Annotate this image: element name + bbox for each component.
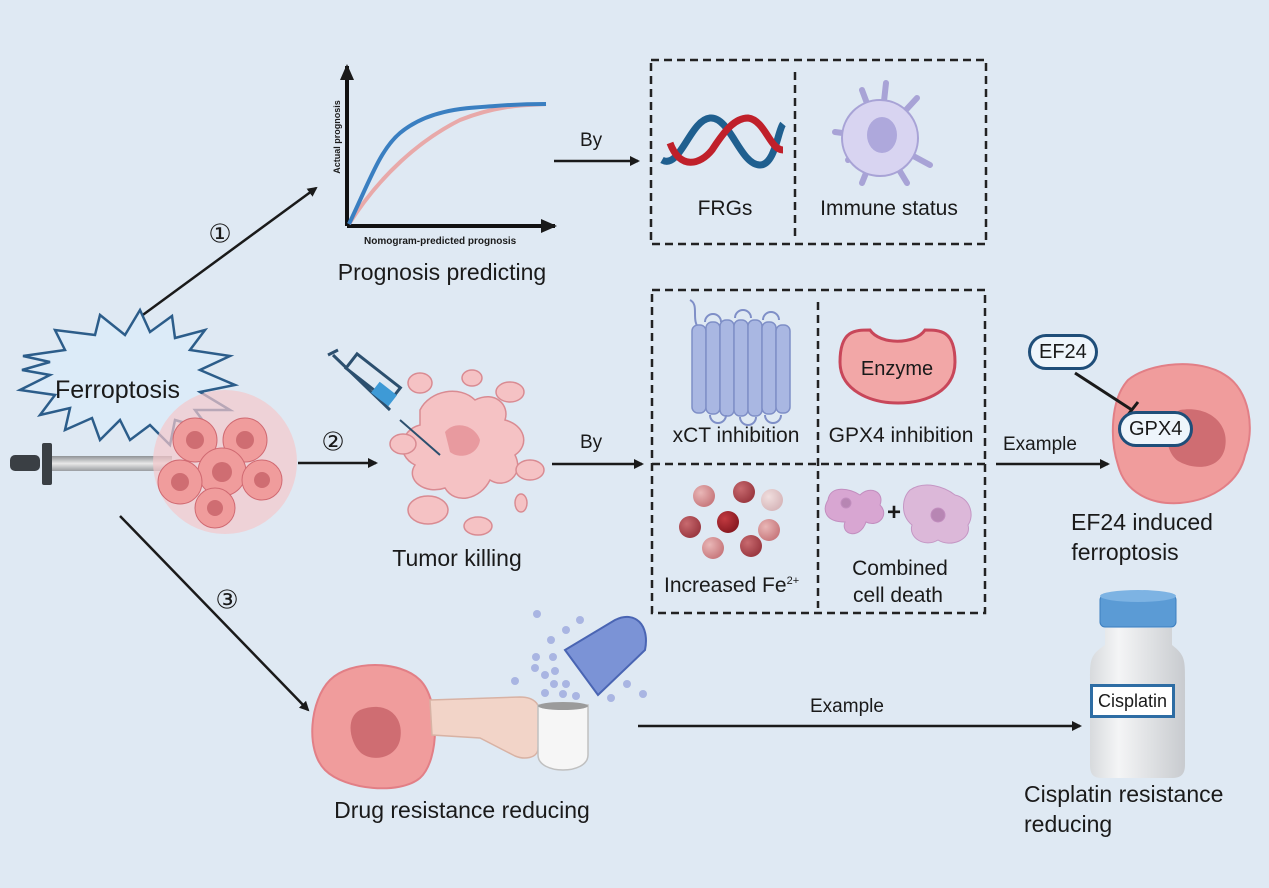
chart-x-label: Nomogram-predicted prognosis [364, 236, 517, 247]
central-title: Ferroptosis [55, 376, 181, 404]
syringe-icon [327, 348, 441, 456]
method-immune-status: Immune status [820, 197, 958, 220]
branch-1-number: ① [208, 218, 232, 249]
branch-1-title: Prognosis predicting [337, 259, 547, 285]
dna-helix-icon [660, 114, 787, 169]
fe-label: Increased Fe [664, 574, 787, 597]
by-label-2: By [580, 432, 603, 453]
cisplatin-title-line2: reducing [1024, 811, 1113, 837]
example-label-cisplatin: Example [810, 696, 884, 717]
branch-3-title: Drug resistance reducing [334, 797, 590, 823]
branch-2-number: ② [321, 426, 345, 457]
tumor-cluster-icon [153, 390, 297, 534]
ef24-title-line1: EF24 induced [1071, 509, 1213, 535]
fe-charge: 2+ [786, 575, 800, 587]
immune-cell-icon [832, 80, 933, 186]
capsule-icon [563, 615, 647, 697]
branch-1-arrow [139, 186, 318, 319]
method-increased-fe: Increased Fe2+ [664, 574, 799, 598]
method-frgs: FRGs [697, 197, 753, 220]
method-gpx4-inhibition: GPX4 inhibition [828, 424, 974, 447]
plus-sign: + [887, 499, 902, 526]
knife-icon [10, 443, 172, 485]
prognosis-calibration-chart [340, 64, 557, 233]
cisplatin-label: Cisplatin [1090, 684, 1176, 718]
tumor-fragments-icon [389, 369, 545, 536]
cup-icon [537, 702, 589, 771]
cisplatin-title-line1: Cisplatin resistance [1024, 781, 1224, 807]
method-combined: Combined [852, 557, 948, 580]
method-cell-death: cell death [853, 584, 943, 607]
enzyme-label: Enzyme [860, 358, 934, 380]
branch-3-arrow [119, 515, 310, 712]
by-label-1: By [580, 130, 603, 151]
ef24-inhibition-line [1074, 371, 1133, 412]
methods-box-tumor-killing [650, 288, 987, 615]
arm-fist-icon [429, 696, 542, 759]
combined-cell-death-icon [824, 484, 972, 544]
enzyme-icon [838, 328, 957, 405]
drug-resistant-cell-icon [311, 664, 436, 790]
example-label-ef24: Example [1003, 434, 1077, 455]
iron-ions-icon [679, 481, 783, 559]
chart-y-label: Actual prognosis [332, 100, 342, 174]
method-xct-inhibition: xCT inhibition [672, 424, 800, 447]
methods-box-prognosis [649, 58, 988, 246]
curve-actual [347, 102, 547, 225]
drug-particles-icon [511, 610, 647, 702]
xct-transporter-icon [689, 299, 791, 426]
branch-3-number: ③ [215, 584, 239, 615]
ef24-badge: EF24 [1028, 334, 1098, 370]
ef24-title-line2: ferroptosis [1071, 539, 1179, 565]
gpx4-badge: GPX4 [1118, 411, 1194, 447]
branch-2-title: Tumor killing [392, 545, 522, 571]
